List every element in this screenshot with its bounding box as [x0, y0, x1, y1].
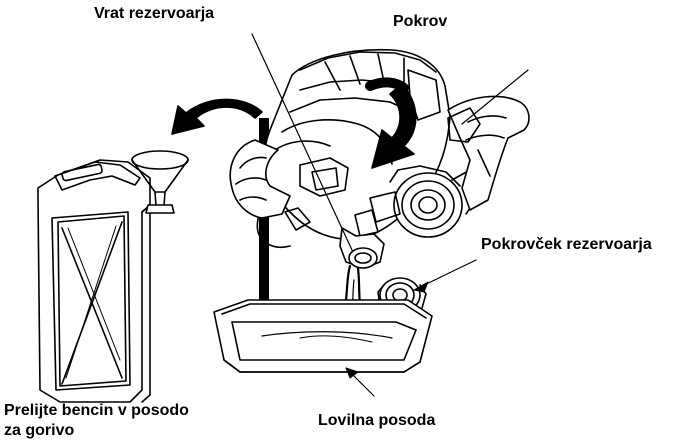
fuel-can-icon — [38, 160, 150, 402]
label-cover: Pokrov — [393, 12, 447, 32]
curved-arrow-icon — [172, 99, 262, 134]
label-tray: Lovilna posoda — [318, 411, 435, 431]
rotation-arrow-icon — [370, 82, 404, 88]
label-pour-line2: za gorivo — [4, 421, 74, 441]
label-pour-line1: Prelijte bencin v posodo — [4, 401, 189, 421]
label-neck: Vrat rezervoarja — [94, 4, 214, 24]
label-tank-cap: Pokrovček rezervoarja — [481, 235, 652, 255]
drip-tray-icon — [214, 300, 432, 372]
